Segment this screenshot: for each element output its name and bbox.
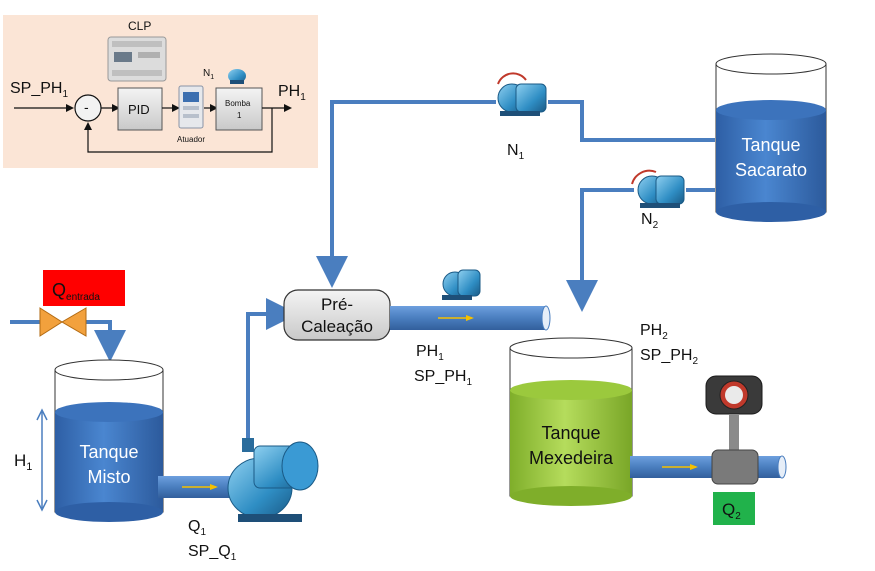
pid-block [117, 87, 163, 131]
n1-pump-icon[interactable] [497, 72, 547, 116]
precaleacao-line2: Caleação [301, 317, 373, 336]
n1-to-precal-pipe [316, 100, 496, 288]
precaleacao-line1: Pré- [321, 295, 353, 314]
sp-ph1-label: SP_PH1 [414, 368, 472, 388]
inlet-valve-icon[interactable] [39, 307, 87, 337]
n1-label: N1 [507, 142, 525, 162]
actuator-label: Atuador [177, 135, 205, 144]
n2-to-mexedeira-pipe [566, 188, 634, 312]
feedback-line [84, 108, 273, 153]
pump-block-label: Bomba [225, 99, 251, 108]
n2-label: N2 [641, 211, 659, 231]
sp-q1-label: SP_Q1 [188, 543, 237, 563]
h1-label: H1 [14, 451, 32, 473]
sp-ph2-label: SP_PH2 [640, 347, 698, 367]
q2-box [713, 492, 755, 525]
inline-pump-icon[interactable] [442, 269, 481, 300]
pipes [10, 100, 715, 445]
tank-sacarato-line1: Tanque [741, 135, 800, 155]
mexedeira-outlet-pipe [630, 455, 787, 479]
precal-output-pipe [390, 305, 551, 331]
speed-label: N1 [203, 68, 214, 81]
sacarato-to-n1-pipe [548, 100, 715, 142]
tank-misto [54, 359, 164, 522]
control-loop-panel: CLP SP_PH1 - PID Atuador Bomba [3, 15, 318, 168]
tank-misto-line1: Tanque [79, 442, 138, 462]
clp-device-icon [107, 36, 167, 82]
tank-misto-line2: Misto [87, 467, 130, 487]
ph2-label: PH2 [640, 322, 668, 342]
q1-label: Q1 [188, 518, 206, 538]
q2-label: Q2 [722, 500, 741, 522]
output-label: PH1 [278, 83, 306, 103]
valve-to-tank-pipe [84, 320, 126, 362]
tank-mexedeira-line2: Mexedeira [529, 448, 614, 468]
ph1-label: PH1 [416, 343, 444, 363]
setpoint-label: SP_PH1 [10, 80, 68, 100]
pid-label: PID [128, 102, 150, 117]
misto-outlet-pipe [158, 476, 238, 498]
q-entrada-label: Qentrada [52, 280, 100, 303]
tank-mexedeira-line1: Tanque [541, 423, 600, 443]
flow-meter-icon[interactable] [705, 375, 763, 485]
small-pump-icon [228, 69, 246, 84]
pump1-discharge-pipe [246, 298, 298, 445]
pump-block-number: 1 [237, 111, 242, 120]
q-entrada-box [43, 270, 125, 306]
n2-pump-icon[interactable] [631, 169, 685, 208]
pump-block [215, 87, 263, 131]
tank-sacarato-line2: Sacarato [735, 160, 807, 180]
clp-label: CLP [128, 19, 151, 33]
actuator-icon [178, 85, 204, 129]
level-dimension [36, 408, 48, 512]
tank-sacarato [715, 53, 827, 222]
tank-mexedeira [509, 337, 633, 506]
pump1-icon[interactable] [227, 438, 319, 522]
sum-sign: - [84, 99, 89, 115]
